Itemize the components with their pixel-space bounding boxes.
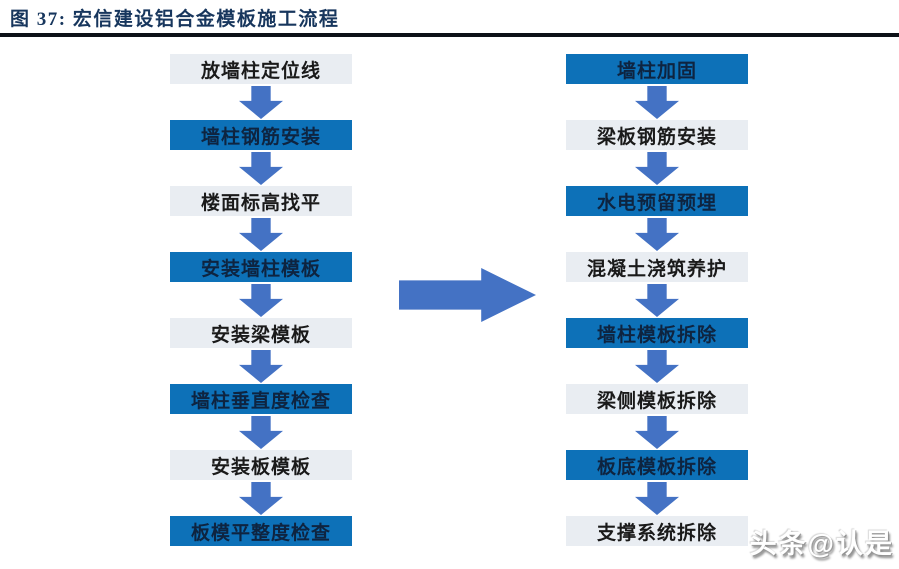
down-arrow-icon (635, 416, 679, 449)
flow-column-left: 放墙柱定位线墙柱钢筋安装楼面标高找平安装墙柱模板安装梁模板墙柱垂直度检查安装板模… (170, 54, 352, 546)
flow-step: 混凝土浇筑养护 (566, 252, 748, 282)
flow-step: 梁板钢筋安装 (566, 120, 748, 150)
down-arrow-icon (239, 86, 283, 119)
flow-step: 安装板模板 (170, 450, 352, 480)
flow-step: 板底模板拆除 (566, 450, 748, 480)
flow-step: 安装墙柱模板 (170, 252, 352, 282)
watermark: 头条@认是 (749, 529, 894, 559)
flow-step: 支撑系统拆除 (566, 516, 748, 546)
right-arrow-icon (399, 268, 536, 322)
flow-step: 墙柱垂直度检查 (170, 384, 352, 414)
down-arrow-icon (635, 350, 679, 383)
down-arrow-icon (635, 152, 679, 185)
down-arrow-icon (635, 284, 679, 317)
title-divider (0, 33, 899, 37)
figure-title: 图 37: 宏信建设铝合金模板施工流程 (10, 9, 340, 30)
flow-step: 安装梁模板 (170, 318, 352, 348)
down-arrow-icon (635, 86, 679, 119)
flow-step: 墙柱钢筋安装 (170, 120, 352, 150)
flow-step: 梁侧模板拆除 (566, 384, 748, 414)
flow-column-right: 墙柱加固梁板钢筋安装水电预留预埋混凝土浇筑养护墙柱模板拆除梁侧模板拆除板底模板拆… (566, 54, 748, 546)
flow-step: 墙柱模板拆除 (566, 318, 748, 348)
down-arrow-icon (635, 482, 679, 515)
down-arrow-icon (239, 350, 283, 383)
down-arrow-icon (239, 416, 283, 449)
down-arrow-icon (239, 284, 283, 317)
down-arrow-icon (239, 482, 283, 515)
flow-step: 放墙柱定位线 (170, 54, 352, 84)
flow-step: 楼面标高找平 (170, 186, 352, 216)
down-arrow-icon (239, 152, 283, 185)
down-arrow-icon (239, 218, 283, 251)
flow-step: 墙柱加固 (566, 54, 748, 84)
flow-step: 板模平整度检查 (170, 516, 352, 546)
flow-step: 水电预留预埋 (566, 186, 748, 216)
down-arrow-icon (635, 218, 679, 251)
